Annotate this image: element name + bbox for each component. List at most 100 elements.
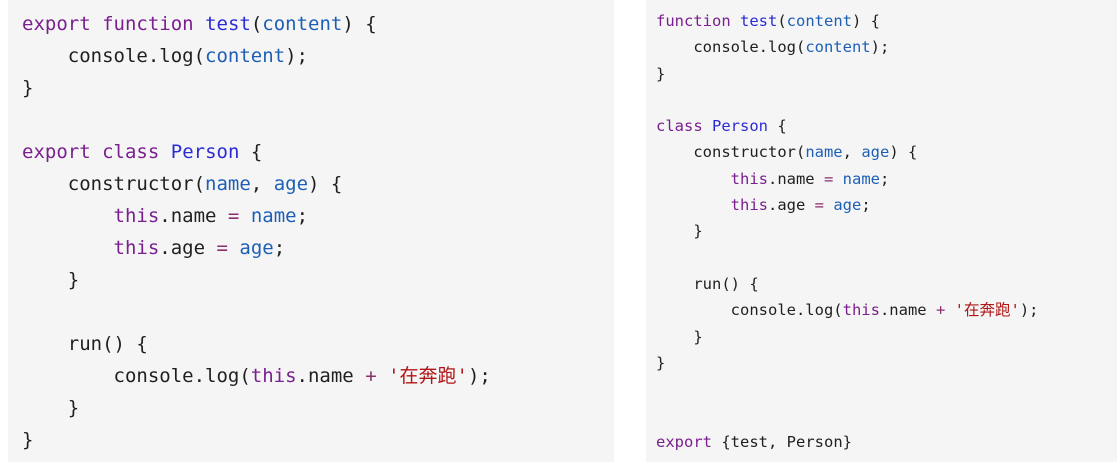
code-token — [377, 365, 388, 387]
code-token: } — [22, 77, 34, 99]
code-token: '在奔跑' — [954, 301, 1020, 320]
code-token: .name — [767, 169, 824, 188]
code-token: class — [102, 141, 160, 163]
code-token — [159, 141, 170, 163]
code-line: function test(content) { — [656, 8, 1117, 34]
code-token: name — [805, 143, 843, 162]
code-token: ; — [296, 205, 309, 227]
code-token: {test, Person} — [712, 432, 852, 451]
code-token: .name — [296, 365, 366, 387]
code-token: , — [842, 143, 862, 162]
code-line: export class Person { — [22, 136, 614, 168]
code-token — [656, 170, 731, 188]
code-token: constructor( — [656, 143, 806, 162]
code-line — [656, 245, 1117, 271]
code-token: ); — [467, 365, 491, 387]
code-token: ( — [250, 13, 263, 35]
code-token: = — [823, 169, 834, 188]
code-token: } — [22, 397, 80, 419]
code-line: } — [656, 61, 1117, 87]
code-line: export {test, Person} — [656, 429, 1117, 455]
code-token: .age — [159, 237, 217, 259]
code-line: run() { — [22, 328, 614, 360]
code-token: run() { — [22, 333, 148, 355]
code-token: this — [250, 365, 297, 387]
code-token: .name — [879, 301, 936, 320]
code-token: function — [102, 13, 194, 35]
code-token: ; — [861, 196, 871, 215]
code-line: console.log(content); — [656, 34, 1117, 60]
code-line: this.name = name; — [22, 200, 614, 232]
code-line — [22, 296, 614, 328]
code-token: = — [227, 205, 240, 227]
code-token: ); — [870, 38, 890, 57]
code-line: this.name = name; — [656, 166, 1117, 192]
code-token: test — [740, 12, 778, 30]
code-line: class Person { — [656, 113, 1117, 139]
code-token: class — [656, 117, 703, 136]
code-token: Person — [712, 117, 769, 136]
code-token: .name — [159, 205, 228, 227]
code-line — [22, 104, 614, 136]
code-token: } — [656, 353, 666, 372]
code-token: age — [861, 143, 890, 162]
code-token: } — [656, 222, 703, 241]
code-line: run() { — [656, 271, 1117, 297]
code-token: } — [656, 327, 703, 346]
code-token: = — [814, 196, 824, 215]
code-line — [656, 87, 1117, 113]
code-line: } — [656, 324, 1117, 350]
code-token — [194, 13, 205, 35]
code-token: console.log( — [656, 301, 843, 320]
code-token: constructor( — [22, 173, 206, 195]
code-token: } — [22, 269, 80, 291]
code-line: } — [656, 218, 1117, 244]
code-token: , — [250, 173, 274, 195]
code-token: console.log( — [656, 38, 806, 57]
code-token: '在奔跑' — [388, 365, 468, 387]
code-line: this.age = age; — [22, 232, 614, 264]
code-token: content — [805, 38, 871, 57]
code-token: = — [216, 237, 228, 259]
code-token: export — [22, 141, 91, 163]
code-token: { — [768, 117, 787, 136]
code-panel-left: export function test(content) { console.… — [8, 0, 614, 462]
code-line: } — [22, 392, 614, 424]
code-line: console.log(this.name + '在奔跑'); — [656, 297, 1117, 323]
code-token: run() { — [656, 274, 759, 293]
code-token: } — [656, 64, 666, 83]
code-panel-right: function test(content) { console.log(con… — [646, 0, 1117, 462]
code-token: function — [656, 12, 731, 30]
code-token: console.log( — [22, 365, 251, 387]
code-token — [703, 117, 712, 135]
code-token — [945, 301, 954, 319]
code-token — [731, 12, 740, 30]
code-token: { — [239, 141, 263, 163]
code-token: ( — [777, 12, 787, 30]
code-token — [91, 141, 102, 163]
code-token: + — [365, 365, 377, 387]
code-token — [239, 205, 250, 227]
code-token: } — [22, 429, 34, 451]
code-token: ); — [285, 45, 308, 67]
code-token — [824, 196, 833, 214]
code-token — [22, 205, 114, 227]
code-line: this.age = age; — [656, 192, 1117, 218]
code-token: age — [833, 196, 862, 215]
code-token: ) { — [889, 143, 918, 162]
code-line: } — [22, 424, 614, 456]
code-line: } — [22, 72, 614, 104]
code-token — [656, 196, 731, 214]
code-line: console.log(content); — [22, 40, 614, 72]
code-token: name — [250, 205, 297, 227]
code-token: export — [656, 432, 712, 451]
code-token: ); — [1019, 301, 1039, 320]
code-token: this — [730, 196, 768, 215]
code-line: } — [22, 264, 614, 296]
code-token: age — [273, 173, 309, 195]
code-token: this — [113, 205, 160, 227]
code-line — [656, 402, 1117, 428]
code-token: content — [786, 12, 852, 30]
code-line: constructor(name, age) { — [22, 168, 614, 200]
code-token: + — [935, 301, 946, 320]
